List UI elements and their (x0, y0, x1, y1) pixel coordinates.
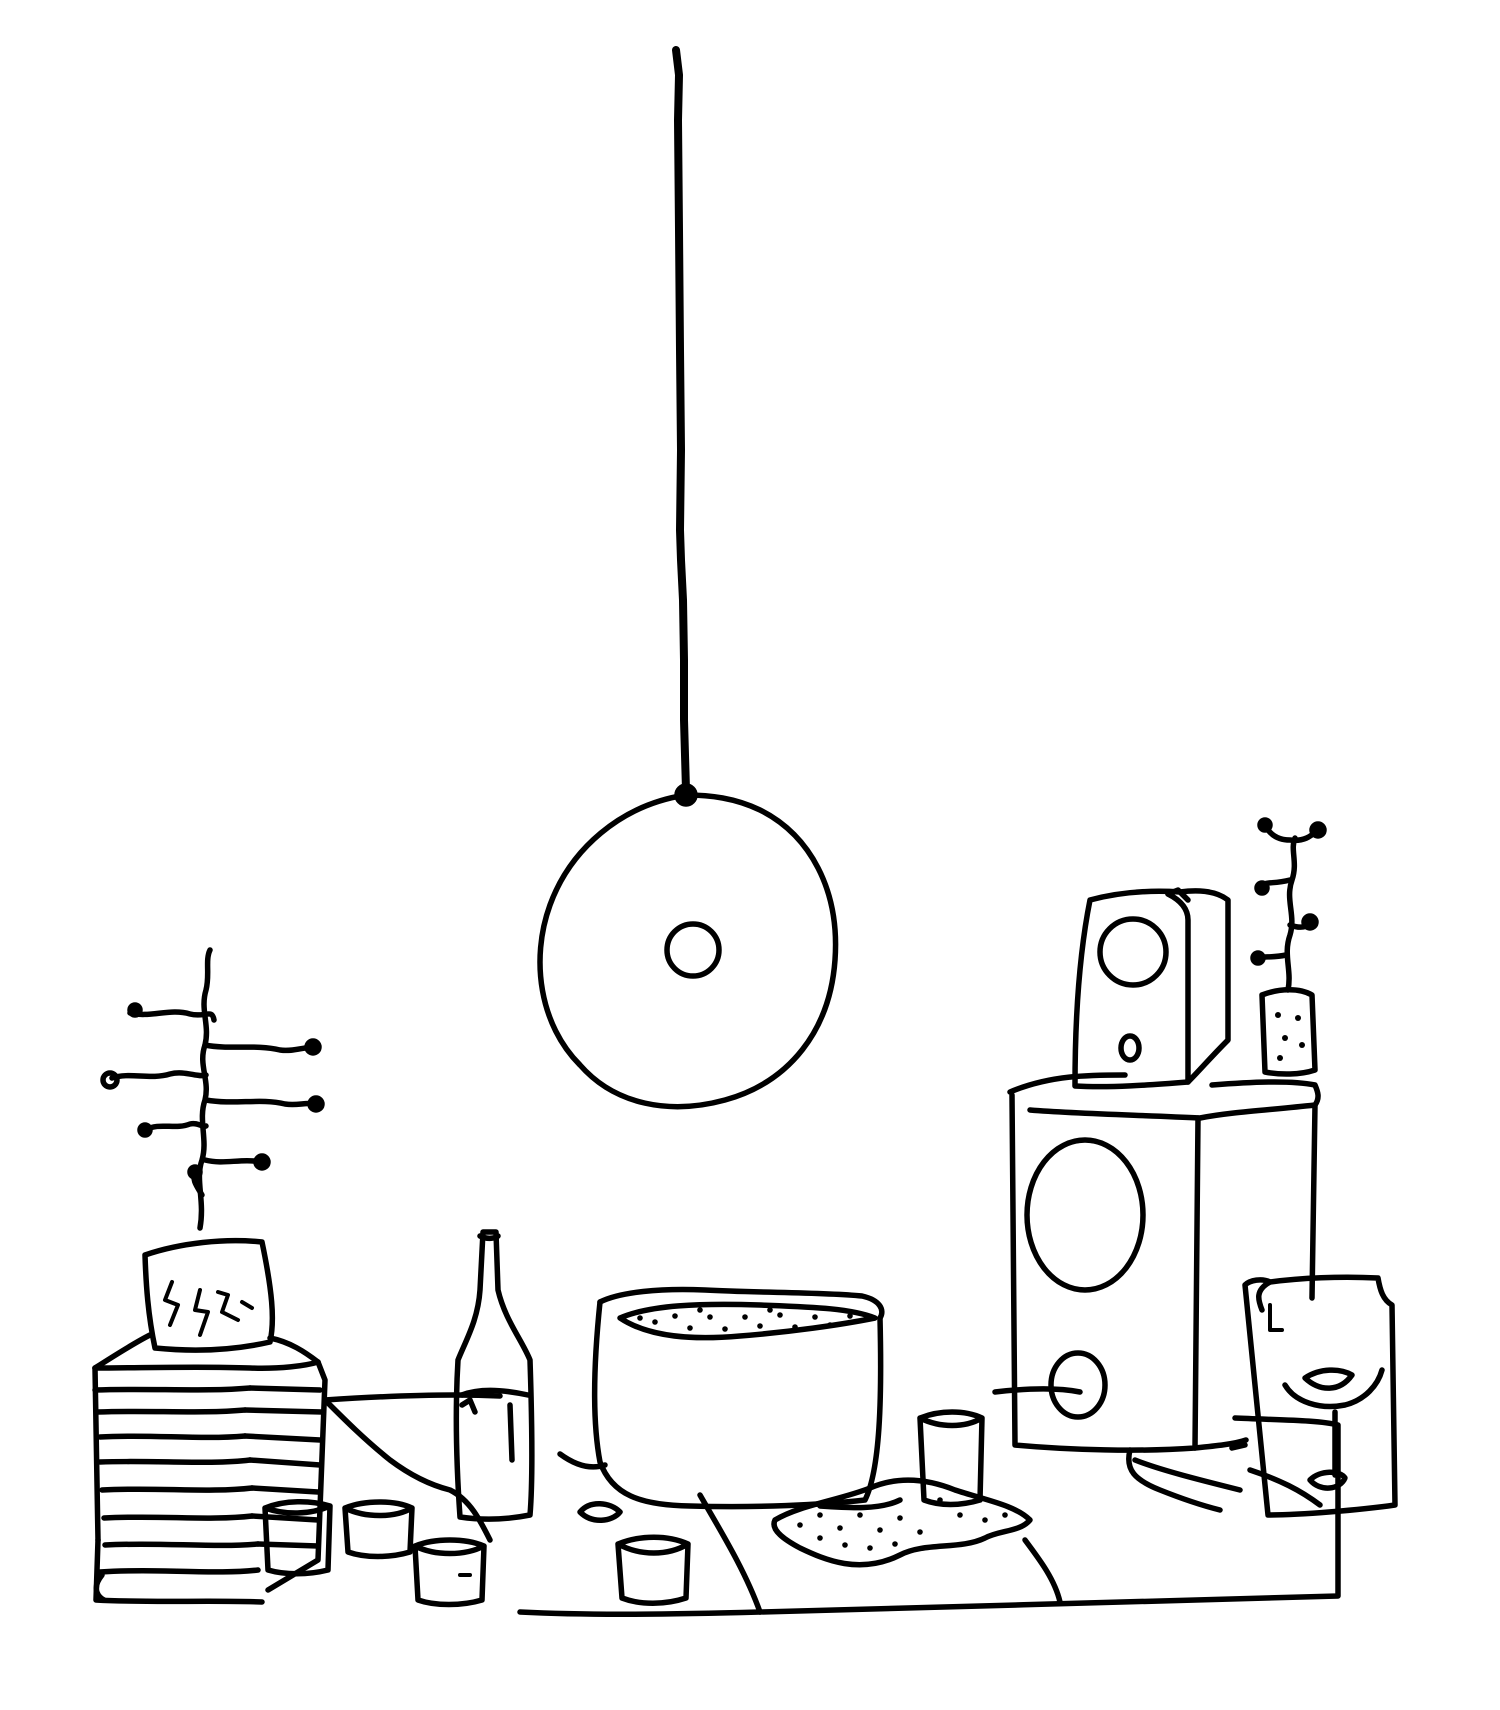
small-plant-stem (1284, 835, 1298, 993)
floor-speaker-tweeter (1048, 1350, 1108, 1420)
plant-leaf (307, 1095, 325, 1113)
pot-crack (240, 1300, 254, 1310)
poster-eye (1282, 1367, 1385, 1410)
plant-leaf (100, 1070, 120, 1090)
plant-in-cracked-pot (100, 947, 325, 1353)
bowl-rim (597, 1286, 885, 1321)
bookshelf-speaker (1072, 887, 1231, 1090)
rug-outline (322, 1386, 1341, 1617)
large-bowl (591, 1286, 885, 1510)
stack-front-edge (92, 1365, 107, 1603)
bottle-outline (453, 1229, 535, 1522)
placemat-outline (771, 1477, 1033, 1568)
plant-branch (142, 1120, 209, 1133)
small-plant-pot (1259, 987, 1318, 1077)
rug (322, 1386, 1341, 1617)
plant-branch (203, 1097, 318, 1108)
cup (342, 1499, 415, 1560)
small-plant-leaf (1257, 817, 1273, 833)
floor-speaker-woofer (1024, 1137, 1146, 1293)
cup (615, 1534, 691, 1606)
poster-eye-lid (1302, 1367, 1355, 1391)
plant-leaf (187, 1164, 203, 1180)
bowl-inner-rim (617, 1301, 878, 1341)
lamp-center-hole (664, 921, 722, 979)
bookshelf-speaker-body (1072, 888, 1231, 1090)
poster-frame-edge (1256, 1279, 1273, 1313)
bowl-contents-dots (637, 1307, 853, 1332)
rug-wrinkle (697, 1492, 763, 1615)
floor-speaker-front (1009, 1092, 1201, 1453)
rug-wrinkle (322, 1397, 493, 1543)
small-plant-leaf (1254, 880, 1270, 896)
stack-top (92, 1332, 321, 1371)
cup (412, 1537, 487, 1608)
rug-wrinkle (1022, 1537, 1063, 1605)
stack-side-line (242, 1385, 325, 1549)
small-plant-leaf (1301, 913, 1319, 931)
rug-wrinkle (1247, 1467, 1323, 1508)
stack-layer (97, 1567, 261, 1575)
speaker-cable (1126, 1447, 1223, 1513)
poster-mouth (1307, 1469, 1348, 1491)
lamp-shade (537, 792, 839, 1110)
bookshelf-speaker-edge (1165, 887, 1191, 903)
bottle-lip (477, 1233, 501, 1242)
bottle-label (507, 1402, 515, 1463)
stack-layer (102, 1541, 261, 1549)
small-pot-dots (1275, 1012, 1305, 1061)
lamp-cord (672, 46, 690, 794)
bottle-label (459, 1397, 478, 1415)
placemat-dots (797, 1497, 1008, 1551)
stack-layer (99, 1485, 255, 1493)
stacked-magazines (92, 1332, 328, 1605)
framed-poster-with-face (1242, 1274, 1398, 1518)
stack-layer (92, 1359, 321, 1371)
plant-leaf (253, 1153, 271, 1171)
pot-crack (163, 1280, 180, 1327)
pot-crack (216, 1290, 240, 1322)
plant-branch (127, 1009, 217, 1023)
stack-side (265, 1359, 328, 1593)
plant-leaf (127, 1002, 143, 1018)
stack-layer (97, 1457, 253, 1466)
plant-branch (202, 1042, 318, 1054)
plant-leaf (304, 1038, 322, 1056)
bookshelf-speaker-edge (1165, 891, 1191, 1085)
plant-leaf (137, 1122, 153, 1138)
floor-speaker (1007, 1072, 1321, 1513)
small-plant-in-dotted-pot (1250, 817, 1327, 1077)
stack-layer (92, 1385, 253, 1393)
stack-layer (97, 1433, 248, 1441)
plant-branch (109, 1070, 209, 1081)
cup (262, 1498, 333, 1577)
hanging-pendant-lamp (537, 46, 839, 1110)
stack-layer (101, 1513, 255, 1521)
stack-layer (95, 1407, 248, 1415)
floor-speaker-top (1007, 1072, 1321, 1121)
bookshelf-speaker-woofer (1097, 916, 1169, 988)
pot-crack (193, 1288, 210, 1337)
rug-wrinkle (1132, 1457, 1243, 1493)
floor-speaker-side (1192, 1102, 1318, 1451)
cups (262, 1409, 985, 1608)
plant-pot (142, 1237, 276, 1353)
ink-layer (92, 46, 1398, 1617)
small-plant-leaf (1309, 821, 1327, 839)
plant-stem (196, 947, 213, 1231)
dotted-placemat (771, 1477, 1033, 1568)
bowl-body (591, 1299, 884, 1510)
rug-stain (577, 1501, 623, 1523)
rug-wrinkle (817, 1497, 903, 1511)
bottle-liquid-line (459, 1387, 531, 1398)
glass-bottle (453, 1229, 535, 1522)
cup (917, 1409, 985, 1508)
bookshelf-speaker-port (1118, 1033, 1142, 1063)
small-plant-leaf (1250, 950, 1266, 966)
poster-letter (1268, 1303, 1284, 1332)
